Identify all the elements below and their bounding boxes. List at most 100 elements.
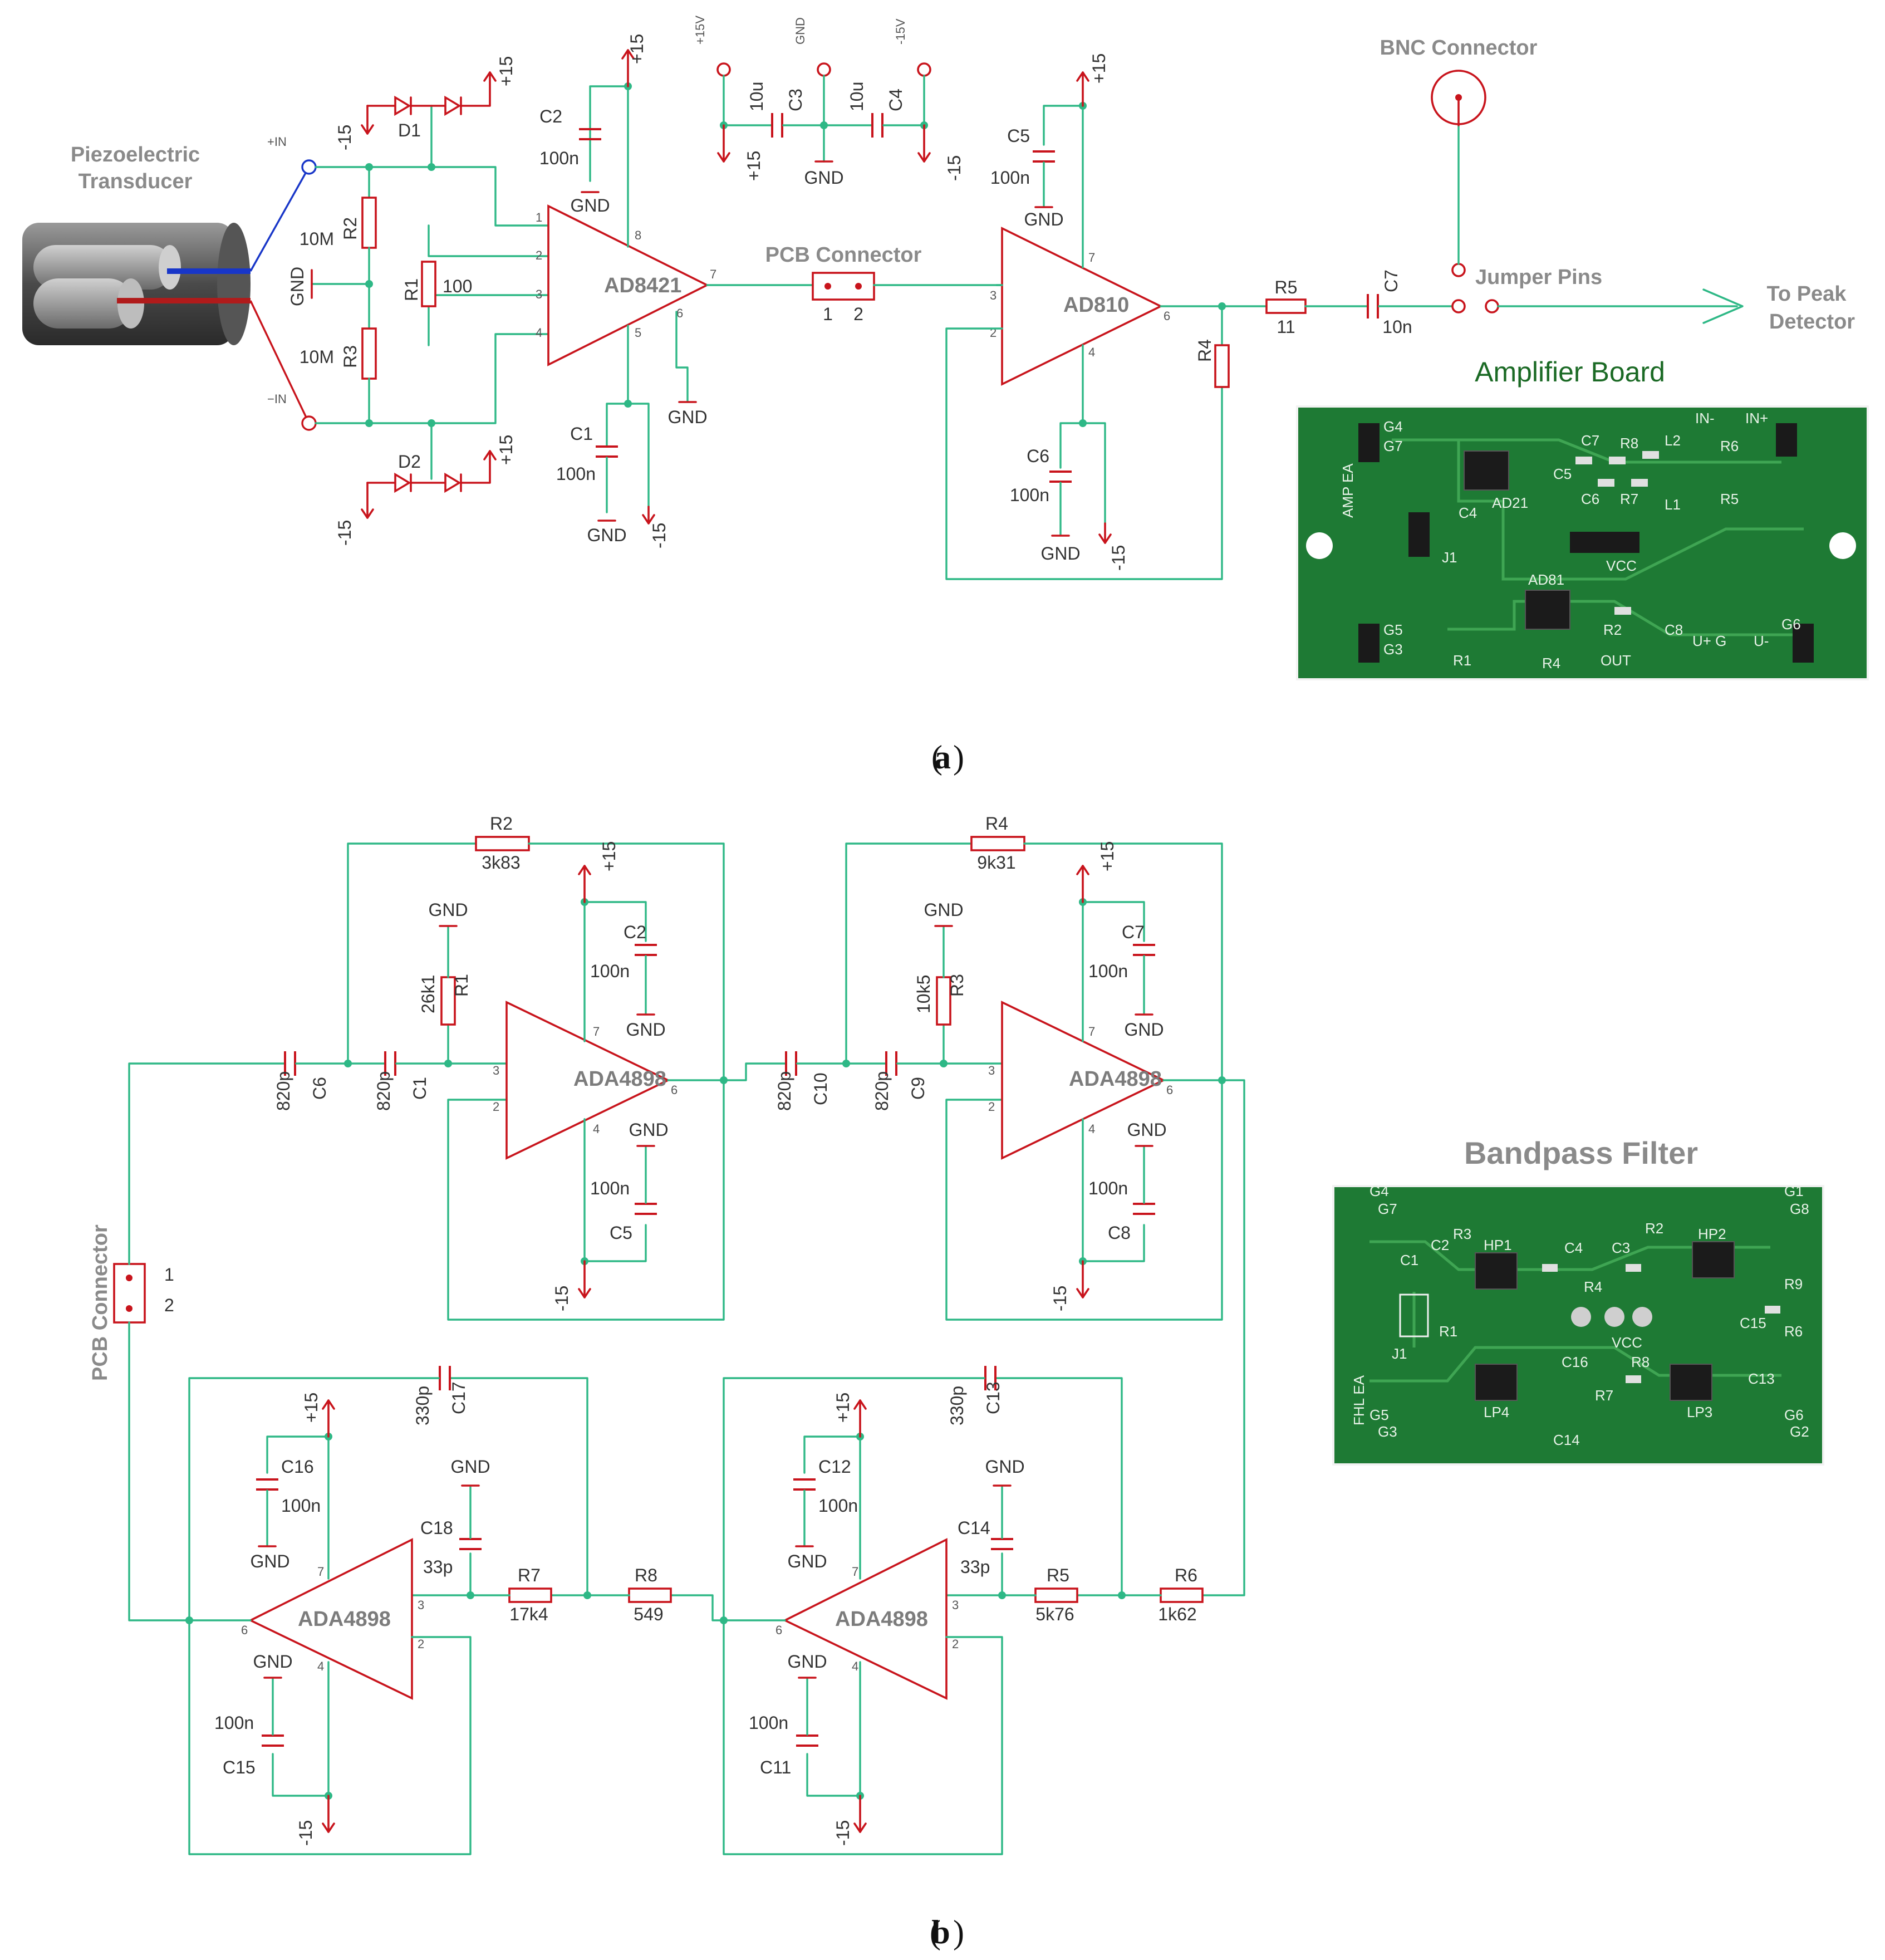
c6-value-b: 820p	[273, 1071, 293, 1111]
c1-label-b: C1	[410, 1077, 430, 1100]
pcb-label: C6	[1581, 491, 1599, 507]
pin-label: 7	[1088, 251, 1095, 264]
r1-label-b: R1	[451, 974, 472, 997]
r6-value-b: 1k62	[1158, 1604, 1196, 1624]
pin-label: 6	[1164, 309, 1170, 323]
pin-label: 6	[241, 1623, 248, 1637]
pcb-label: C7	[1581, 432, 1599, 449]
pcb-label: G5	[1369, 1407, 1389, 1423]
pin-label: 2	[418, 1637, 424, 1651]
c7-value-b: 100n	[1088, 961, 1128, 981]
c3-value: 10u	[747, 82, 767, 111]
pin-label: 7	[1088, 1025, 1095, 1038]
pcb-connector-label-a: PCB Connector	[765, 243, 922, 267]
c2-label-b: C2	[624, 922, 646, 942]
r4-value-b: 9k31	[977, 852, 1015, 873]
transducer-label: Piezoelectric	[71, 143, 200, 166]
d2-diodes	[361, 450, 497, 519]
pin-label: 4	[536, 326, 542, 340]
c18-gnd-b: GND	[450, 1457, 490, 1477]
pcb-label: R2	[1645, 1220, 1663, 1237]
pin-label: 7	[593, 1025, 600, 1038]
c11-gnd-b: GND	[787, 1652, 827, 1672]
c12-value-b: 100n	[818, 1496, 858, 1516]
pcb-label: AD81	[1528, 571, 1564, 588]
c5-gnd-a: GND	[1024, 209, 1063, 229]
r4-resistor-b	[970, 836, 1025, 851]
r8-label-b: R8	[635, 1565, 657, 1585]
pcb-label: R7	[1595, 1387, 1613, 1404]
r2-value: 10M	[300, 229, 334, 249]
ada4898-stage4-label: ADA4898	[298, 1608, 391, 1631]
pcb-label: C5	[1553, 465, 1572, 482]
pin-label: 3	[952, 1598, 959, 1612]
c16-gnd-b: GND	[250, 1551, 289, 1571]
r5-value-a: 11	[1277, 317, 1295, 337]
caption-a-open: (	[931, 739, 942, 776]
r3-value-b: 10k5	[914, 975, 934, 1013]
r4-label-a: R4	[1195, 339, 1215, 362]
pin-label: 3	[990, 288, 997, 302]
r1-label: R1	[401, 278, 421, 301]
stage4-plus15: +15	[301, 1393, 321, 1423]
r8-resistor-b	[628, 1587, 672, 1603]
c18-label-b: C18	[420, 1518, 453, 1538]
c4-value: 10u	[847, 82, 867, 111]
transducer-label-2: Transducer	[78, 170, 193, 193]
ada4898-stage1	[505, 1001, 671, 1160]
in-minus-label: −IN	[267, 392, 287, 406]
r5-label-a: R5	[1275, 277, 1298, 297]
amplifier-board-photo: G4 G7 G5 G3 G6 IN- IN+ R6 R5 L2 L1 R8 R7…	[1296, 405, 1869, 680]
pin-label: 4	[593, 1122, 600, 1136]
in-minus-terminal	[301, 415, 317, 431]
r7-value-b: 17k4	[509, 1604, 548, 1624]
pcb-label: G6	[1784, 1407, 1804, 1423]
pin-label: 7	[317, 1565, 324, 1579]
pin-label: 3	[493, 1064, 499, 1077]
c14-gnd-b: GND	[985, 1457, 1024, 1477]
pcb-label: OUT	[1601, 652, 1631, 669]
c5-value-b: 100n	[590, 1178, 630, 1198]
c11-label-b: C11	[760, 1757, 791, 1777]
r2-value-b: 3k83	[482, 852, 520, 873]
pcb-connector-a	[812, 272, 875, 301]
c5-label-a: C5	[1007, 126, 1030, 146]
pin-label: 4	[1088, 345, 1095, 359]
pcb-label: C3	[1612, 1239, 1630, 1256]
pcb-label: J1	[1392, 1345, 1407, 1362]
c6-label-b: C6	[310, 1077, 330, 1100]
ada4898-stage2-label: ADA4898	[1069, 1067, 1162, 1091]
c2-label-a: C2	[539, 106, 562, 126]
pcb-label: VCC	[1612, 1334, 1642, 1351]
pcb-label: R6	[1720, 438, 1739, 454]
c14-value-b: 33p	[960, 1557, 990, 1577]
bandpass-filter-title: Bandpass Filter	[1464, 1135, 1698, 1170]
pcb-label: R6	[1784, 1323, 1803, 1340]
c16-label-b: C16	[281, 1457, 314, 1477]
stage2-plus15: +15	[1097, 841, 1117, 871]
pin-label: 6	[1166, 1083, 1173, 1097]
r5-label-b: R5	[1047, 1565, 1069, 1585]
r2-label-b: R2	[490, 814, 513, 834]
pcb-label: C15	[1740, 1315, 1766, 1331]
pcb-label: G4	[1369, 1183, 1389, 1199]
c16-value-b: 100n	[281, 1496, 321, 1516]
r1-value-b: 26k1	[418, 975, 438, 1013]
caption-b-open: (	[930, 1914, 941, 1951]
pcb-label: G4	[1383, 418, 1403, 435]
sup-gnd: GND	[793, 17, 807, 45]
pcb-label: G1	[1784, 1183, 1804, 1199]
pcb-label: G8	[1790, 1200, 1809, 1217]
pin-label: 5	[635, 326, 641, 340]
ad8421-plus15: +15	[627, 34, 647, 64]
pin-label: 1	[536, 210, 542, 224]
pcb-label: U-	[1754, 633, 1769, 649]
ad810-plus15: +15	[1089, 53, 1109, 84]
panel-b: 1 2 PCB Connector 820p C6 820p C1 R2 3k8…	[89, 814, 1824, 1951]
c17-label-b: C17	[449, 1381, 469, 1414]
c7-value-a: 10n	[1382, 317, 1412, 337]
c1-value-b: 820p	[374, 1071, 394, 1111]
pin-label: 2	[952, 1637, 959, 1651]
r5-resistor-b	[1034, 1587, 1078, 1603]
